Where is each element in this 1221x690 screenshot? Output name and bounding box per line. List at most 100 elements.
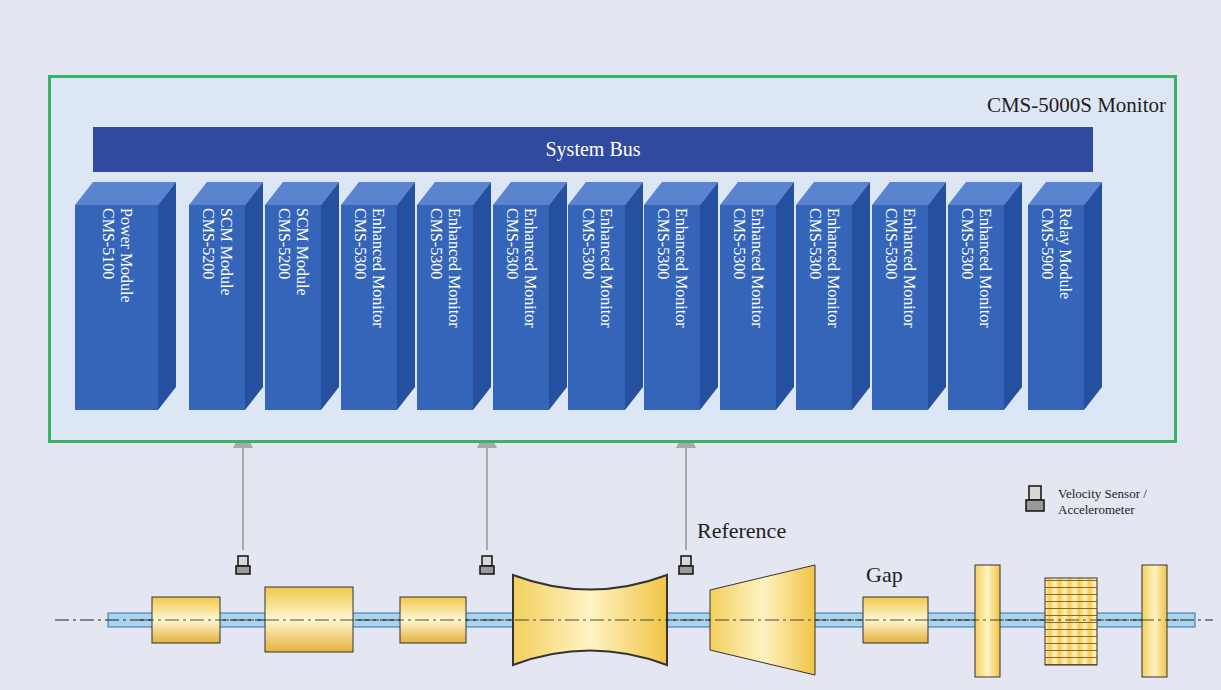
module-model: CMS-5200 [275,208,293,296]
module-side [245,182,263,410]
module-front [189,205,245,410]
module-name: SCM Module [293,208,311,296]
module-front [568,205,625,410]
module-name: Enhanced Monitor [976,208,994,328]
module-name: Relay Module [1056,208,1074,299]
module-model: CMS-5300 [882,208,900,328]
module-name: Enhanced Monitor [445,208,463,328]
module-label: CMS-5200SCM Module [199,208,236,296]
module-name: Enhanced Monitor [748,208,766,328]
module-front [265,205,321,410]
module-block: CMS-5300Enhanced Monitor [796,182,870,410]
module-name: Enhanced Monitor [824,208,842,328]
module-model: CMS-5200 [199,208,217,296]
module-side [158,182,176,410]
module-side [321,182,339,410]
module-model: CMS-5300 [427,208,445,328]
module-side [1084,182,1102,410]
module-side [1004,182,1022,410]
module-label: CMS-5900Relay Module [1038,208,1075,299]
module-model: CMS-5100 [98,208,116,303]
sensor-icon [236,556,250,574]
module-front [1028,205,1084,410]
module-model: CMS-5300 [578,208,596,328]
module-label: CMS-5200SCM Module [275,208,312,296]
module-block: CMS-5300Enhanced Monitor [644,182,718,410]
module-label: CMS-5100Power Module [98,208,135,303]
module-side [397,182,415,410]
signal-arrow [685,438,687,550]
sensor-icon [679,556,693,574]
drawing-part [236,566,250,574]
machine-label: Gap [866,562,903,588]
module-side [700,182,718,410]
module-block: CMS-5300Enhanced Monitor [872,182,946,410]
module-name: Enhanced Monitor [521,208,539,328]
monitor-panel: CMS-5000S MonitorSystem BusCMS-5100Power… [48,75,1177,443]
module-model: CMS-5300 [730,208,748,328]
drawing-part [1026,500,1044,511]
module-front [796,205,852,410]
module-front [872,205,928,410]
module-block: CMS-5300Enhanced Monitor [568,182,643,410]
module-block: CMS-5100Power Module [75,182,176,410]
module-block: CMS-5300Enhanced Monitor [948,182,1022,410]
centerline [55,620,1213,621]
module-block: CMS-5300Enhanced Monitor [720,182,794,410]
sensor-icon [480,556,494,574]
module-side [549,182,567,410]
module-front [948,205,1004,410]
module-block: CMS-5300Enhanced Monitor [493,182,567,410]
centerline [140,620,1180,621]
disk [1142,565,1167,677]
drawing-part [480,566,494,574]
module-name: Enhanced Monitor [900,208,918,328]
signal-arrow [242,438,244,550]
disk [975,565,1000,677]
module-front [493,205,549,410]
drawing-part [1029,486,1041,500]
legend-text: Velocity Sensor / Accelerometer [1058,486,1178,517]
module-front [644,205,700,410]
module-name: Enhanced Monitor [672,208,690,328]
module-label: CMS-5300Enhanced Monitor [503,208,540,328]
module-side [852,182,870,410]
module-model: CMS-5300 [958,208,976,328]
module-label: CMS-5300Enhanced Monitor [351,208,388,328]
module-front [720,205,776,410]
module-front [341,205,397,410]
module-front [417,205,473,410]
module-label: CMS-5300Enhanced Monitor [806,208,843,328]
module-model: CMS-5300 [351,208,369,328]
module-label: CMS-5300Enhanced Monitor [578,208,615,328]
module-label: CMS-5300Enhanced Monitor [654,208,691,328]
drawing-part [482,556,492,566]
module-side [473,182,491,410]
legend-sensor-icon [1026,486,1044,511]
drawing-part [238,556,248,566]
module-block: CMS-5300Enhanced Monitor [341,182,415,410]
module-model: CMS-5300 [654,208,672,328]
signal-arrow [486,438,488,550]
module-side [928,182,946,410]
module-label: CMS-5300Enhanced Monitor [427,208,464,328]
module-label: CMS-5300Enhanced Monitor [730,208,767,328]
drawing-part [679,566,693,574]
module-block: CMS-5900Relay Module [1028,182,1102,410]
system-bus: System Bus [93,127,1093,172]
module-side [776,182,794,410]
module-name: Enhanced Monitor [369,208,387,328]
panel-title: CMS-5000S Monitor [987,93,1166,118]
module-front [75,205,158,410]
module-block: CMS-5200SCM Module [189,182,263,410]
module-model: CMS-5300 [503,208,521,328]
module-block: CMS-5200SCM Module [265,182,339,410]
module-label: CMS-5300Enhanced Monitor [882,208,919,328]
bus-label: System Bus [545,138,640,161]
module-label: CMS-5300Enhanced Monitor [958,208,995,328]
module-block: CMS-5300Enhanced Monitor [417,182,491,410]
module-model: CMS-5300 [806,208,824,328]
module-model: CMS-5900 [1038,208,1056,299]
module-name: Power Module [117,208,135,303]
